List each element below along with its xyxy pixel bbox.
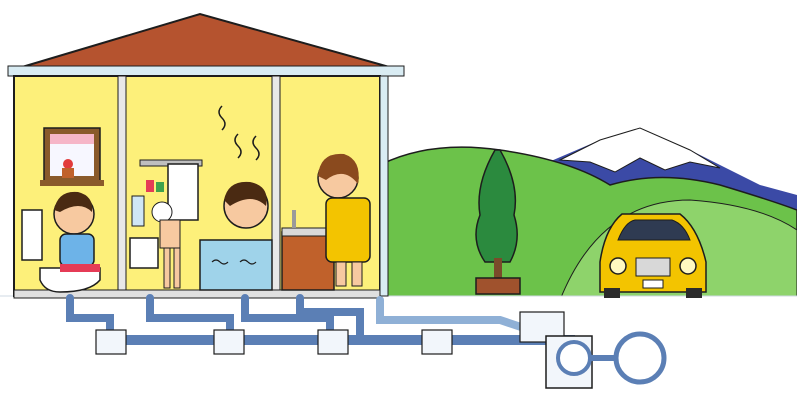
flower-pot-icon — [62, 159, 74, 178]
car-icon — [600, 214, 706, 298]
